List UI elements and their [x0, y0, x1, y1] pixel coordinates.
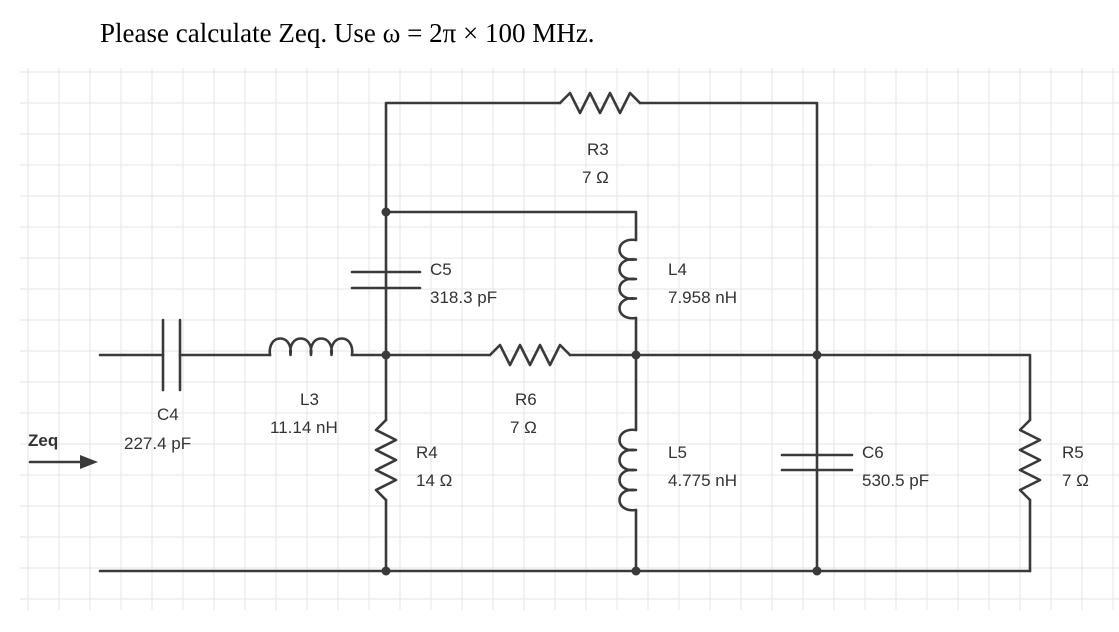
capacitor-c6 [780, 453, 854, 472]
inductor-l4 [618, 238, 638, 320]
l5-value: 4.775 nH [668, 471, 737, 490]
c4-name: C4 [157, 405, 179, 424]
inductor-l5 [618, 428, 638, 512]
r5-value: 7 Ω [1062, 471, 1089, 490]
l4-name: L4 [668, 260, 687, 279]
junction-dots [381, 207, 822, 576]
l3-name: L3 [300, 390, 319, 409]
inductor-l3 [268, 337, 354, 357]
r3-name: R3 [587, 140, 609, 159]
r6-value: 7 Ω [510, 418, 537, 437]
resistor-r4 [374, 418, 398, 502]
capacitor-c5 [350, 270, 422, 290]
zeq-arrow [28, 455, 98, 469]
r4-value: 14 Ω [416, 471, 452, 490]
r4-name: R4 [416, 443, 438, 462]
c6-value: 530.5 pF [862, 471, 929, 490]
l3-value: 11.14 nH [270, 418, 338, 437]
l5-name: L5 [668, 443, 687, 462]
c4-value: 227.4 pF [124, 434, 191, 453]
wires [98, 101, 1032, 573]
capacitor-c4 [161, 318, 182, 392]
c5-value: 318.3 pF [430, 288, 497, 307]
problem-statement: Please calculate Zeq. Use ω = 2π × 100 M… [100, 18, 594, 48]
resistor-r3 [558, 91, 642, 115]
r3-value: 7 Ω [582, 168, 609, 187]
resistor-r5 [1018, 418, 1042, 502]
r5-name: R5 [1062, 443, 1084, 462]
l4-value: 7.958 nH [668, 288, 737, 307]
c5-name: C5 [430, 260, 452, 279]
background-grid [20, 68, 1119, 610]
resistor-r6 [488, 343, 572, 367]
r6-name: R6 [515, 390, 537, 409]
c6-name: C6 [862, 443, 884, 462]
zeq-label: Zeq [28, 431, 58, 450]
